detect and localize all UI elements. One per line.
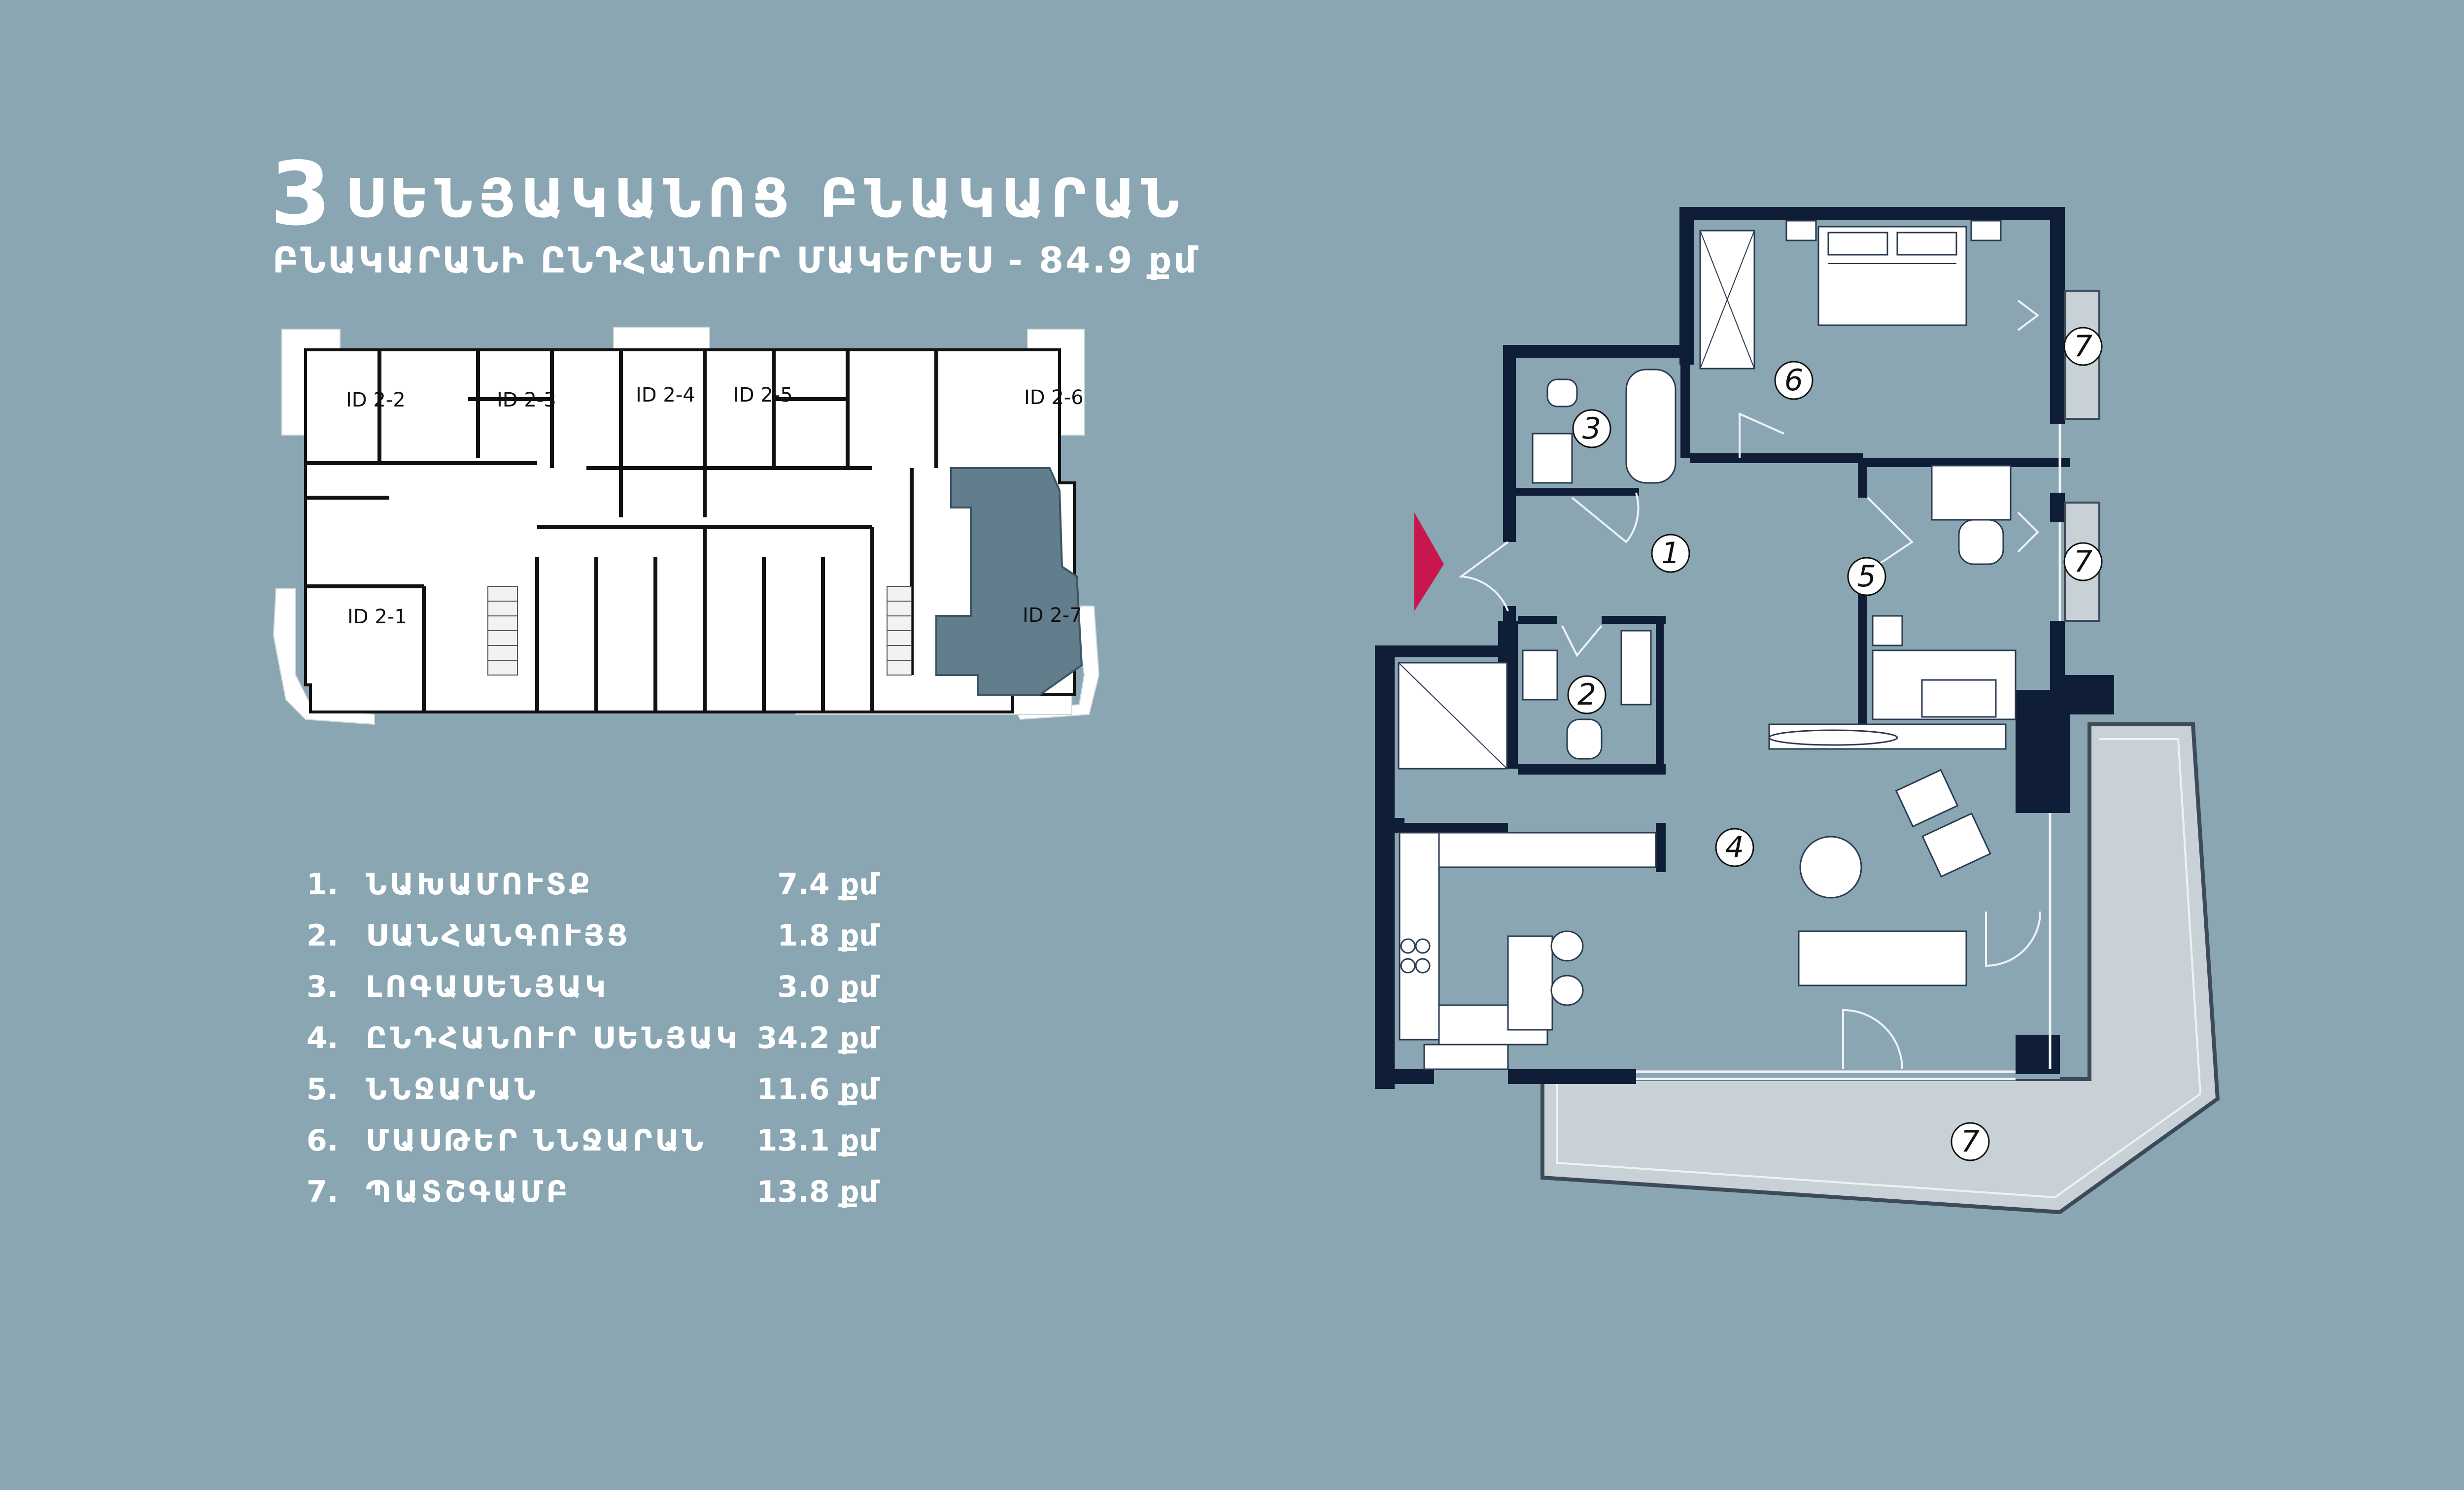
unit-label: ID 2-4 (636, 384, 695, 406)
highlighted-unit-2-7 (935, 467, 1083, 696)
room-number: 6 (1784, 363, 1803, 398)
legend-room-area: 1.8 քմ (777, 918, 878, 953)
room-area-legend: 1. ՆԱԽԱՄՈՒՏՔ 7.4 քմ 2. ՍԱՆՀԱՆԳՈՒՅՑ 1.8 ք… (307, 867, 878, 1226)
key-floor-plan: ID 2-1 ID 2-2 ID 2-3 ID 2-4 ID 2-5 ID 2-… (273, 327, 1100, 725)
legend-room-area: 13.8 քմ (756, 1175, 878, 1209)
legend-row: 6. ՄԱՍԹԵՐ ՆՆՋԱՐԱՆ 13.1 քմ (307, 1123, 878, 1175)
legend-room-name: ԸՆԴՀԱՆՈՒՐ ՍԵՆՅԱԿ (366, 1021, 740, 1055)
room-number: 7 (1961, 1124, 1980, 1159)
room-number: 5 (1857, 559, 1876, 594)
legend-room-name: ԼՈԳԱՍԵՆՅԱԿ (366, 970, 609, 1004)
room-marker (2063, 327, 2103, 366)
legend-room-name: ՆԱԽԱՄՈՒՏՔ (366, 867, 593, 902)
room-number: 7 (2074, 544, 2092, 579)
legend-row: 2. ՍԱՆՀԱՆԳՈՒՅՑ 1.8 քմ (307, 918, 878, 970)
legend-row: 7. ՊԱՏՇԳԱՄԲ 13.8 քմ (307, 1175, 878, 1226)
unit-label: ID 2-3 (497, 389, 556, 411)
legend-row: 5. ՆՆՋԱՐԱՆ 11.6 քմ (307, 1072, 878, 1123)
legend-room-area: 11.6 քմ (756, 1072, 878, 1107)
legend-room-area: 3.0 քմ (777, 970, 878, 1004)
page-title: ՍԵՆՅԱԿԱՆՈՑ ԲՆԱԿԱՐԱՆ (345, 168, 1185, 230)
legend-number: 4. (307, 1021, 339, 1055)
legend-room-name: ՆՆՋԱՐԱՆ (366, 1072, 539, 1107)
legend-room-area: 13.1 քմ (756, 1123, 878, 1158)
legend-row: 1. ՆԱԽԱՄՈՒՏՔ 7.4 քմ (307, 867, 878, 918)
legend-row: 4. ԸՆԴՀԱՆՈՒՐ ՍԵՆՅԱԿ 34.2 քմ (307, 1021, 878, 1072)
room-marker (1847, 557, 1886, 596)
rooms-count: 3 (270, 143, 331, 245)
legend-number: 3. (307, 970, 339, 1004)
legend-room-name: ՄԱՍԹԵՐ ՆՆՋԱՐԱՆ (366, 1123, 707, 1158)
unit-label: ID 2-7 (1023, 604, 1082, 627)
room-number: 3 (1582, 411, 1601, 446)
total-area-subtitle: ԲՆԱԿԱՐԱՆԻ ԸՆԴՀԱՆՈՒՐ ՄԱԿԵՐԵՍ - 84.9 քմ (273, 239, 1198, 281)
unit-label: ID 2-5 (733, 384, 793, 406)
legend-room-area: 34.2 քմ (756, 1021, 878, 1055)
unit-label: ID 2-1 (347, 606, 407, 628)
room-marker (1774, 361, 1814, 400)
legend-number: 7. (307, 1175, 339, 1209)
room-marker (1572, 409, 1611, 448)
room-number: 2 (1577, 677, 1596, 712)
room-marker (1715, 828, 1754, 867)
room-marker (1651, 534, 1690, 573)
unit-label: ID 2-6 (1024, 386, 1084, 409)
legend-number: 1. (307, 867, 339, 902)
legend-room-area: 7.4 քմ (777, 867, 878, 902)
legend-room-name: ՍԱՆՀԱՆԳՈՒՅՑ (366, 918, 631, 953)
room-marker (2063, 542, 2103, 581)
legend-number: 2. (307, 918, 339, 953)
room-number: 1 (1661, 536, 1680, 571)
room-marker (1951, 1122, 1990, 1161)
apartment-floor-plan: 1 2 3 4 5 6 7 7 7 (1375, 207, 2220, 1215)
room-number: 4 (1725, 830, 1744, 865)
unit-label: ID 2-2 (346, 389, 406, 411)
legend-room-name: ՊԱՏՇԳԱՄԲ (366, 1175, 571, 1209)
legend-row: 3. ԼՈԳԱՍԵՆՅԱԿ 3.0 քմ (307, 970, 878, 1021)
legend-number: 5. (307, 1072, 339, 1107)
entrance-marker-icon (1414, 512, 1444, 611)
room-number: 7 (2074, 329, 2092, 364)
room-marker (1567, 675, 1607, 714)
legend-number: 6. (307, 1123, 339, 1158)
